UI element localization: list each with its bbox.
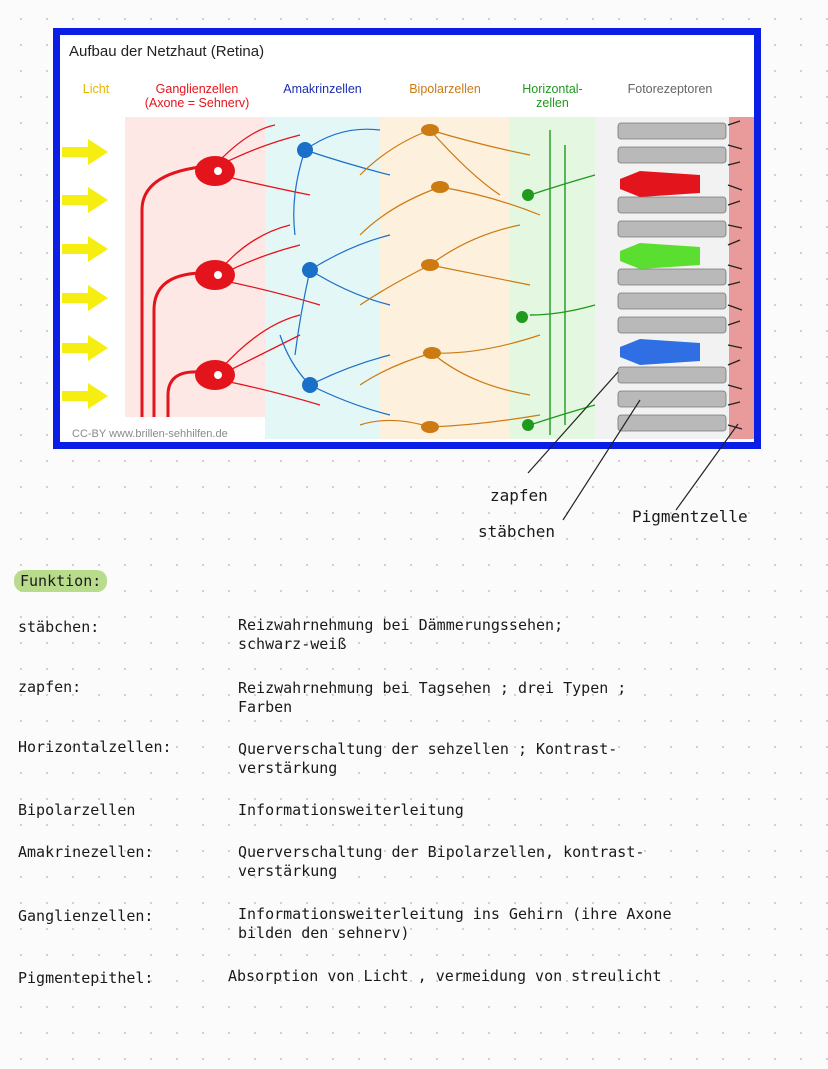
amacrine-cells [297,142,318,393]
cones [620,171,700,365]
term-ganglienzellen: Ganglienzellen: [18,907,154,925]
term-zapfen: zapfen: [18,678,82,696]
light-arrows [62,139,108,409]
label-bipolarzellen: Bipolarzellen [409,82,481,96]
annotation-staebchen: stäbchen [478,522,556,541]
desc-pigmentepithel: Absorption von Licht , vermeidung von st… [228,967,662,985]
retina-figure: Aufbau der Netzhaut (Retina) Licht Gangl… [53,28,761,449]
annotation-lines [527,371,739,521]
ganglion-axons [140,165,201,417]
horizontal-processes [529,130,596,435]
term-bipolarzellen: Bipolarzellen [18,801,136,819]
term-amakrinezellen: Amakrinezellen: [18,843,154,861]
label-horizontalzellen: Horizontal-zellen [522,82,583,110]
annotation-zapfen: zapfen [490,486,548,505]
bipolar-processes [359,129,541,428]
label-licht: Licht [82,82,110,96]
label-fotorezeptoren: Fotorezeptoren [627,82,713,96]
term-pigmentepithel: Pigmentepithel: [18,969,154,987]
desc-bipolarzellen: Informationsweiterleitung [238,801,464,819]
desc-amakrinezellen: Querverschaltung der Bipolarzellen, kont… [238,843,645,880]
funktion-heading: Funktion: [14,570,108,592]
horizontal-cells [516,189,534,431]
desc-horizontalzellen: Querverschaltung der sehzellen ; Kontras… [238,740,618,777]
desc-staebchen: Reizwahrnehmung bei Dämmerungssehen;schw… [238,616,564,653]
label-amakrinzellen: Amakrinzellen [283,82,362,96]
annotation-pigmentzelle: Pigmentzelle [632,507,748,526]
retina-diagram [62,117,754,439]
term-staebchen: stäbchen: [18,618,100,636]
label-ganglienzellen: Ganglienzellen(Axone = Sehnerv) [144,82,250,110]
figure-title: Aufbau der Netzhaut (Retina) [69,43,265,60]
desc-zapfen: Reizwahrnehmung bei Tagsehen ; drei Type… [238,679,627,716]
credit-text: CC-BY www.brillen-sehhilfen.de [72,428,228,440]
term-horizontalzellen: Horizontalzellen: [18,738,172,756]
rods [617,122,727,432]
desc-ganglienzellen: Informationsweiterleitung ins Gehirn (ih… [238,905,672,942]
pigment-cells [727,120,743,430]
bipolar-cells [421,124,449,433]
